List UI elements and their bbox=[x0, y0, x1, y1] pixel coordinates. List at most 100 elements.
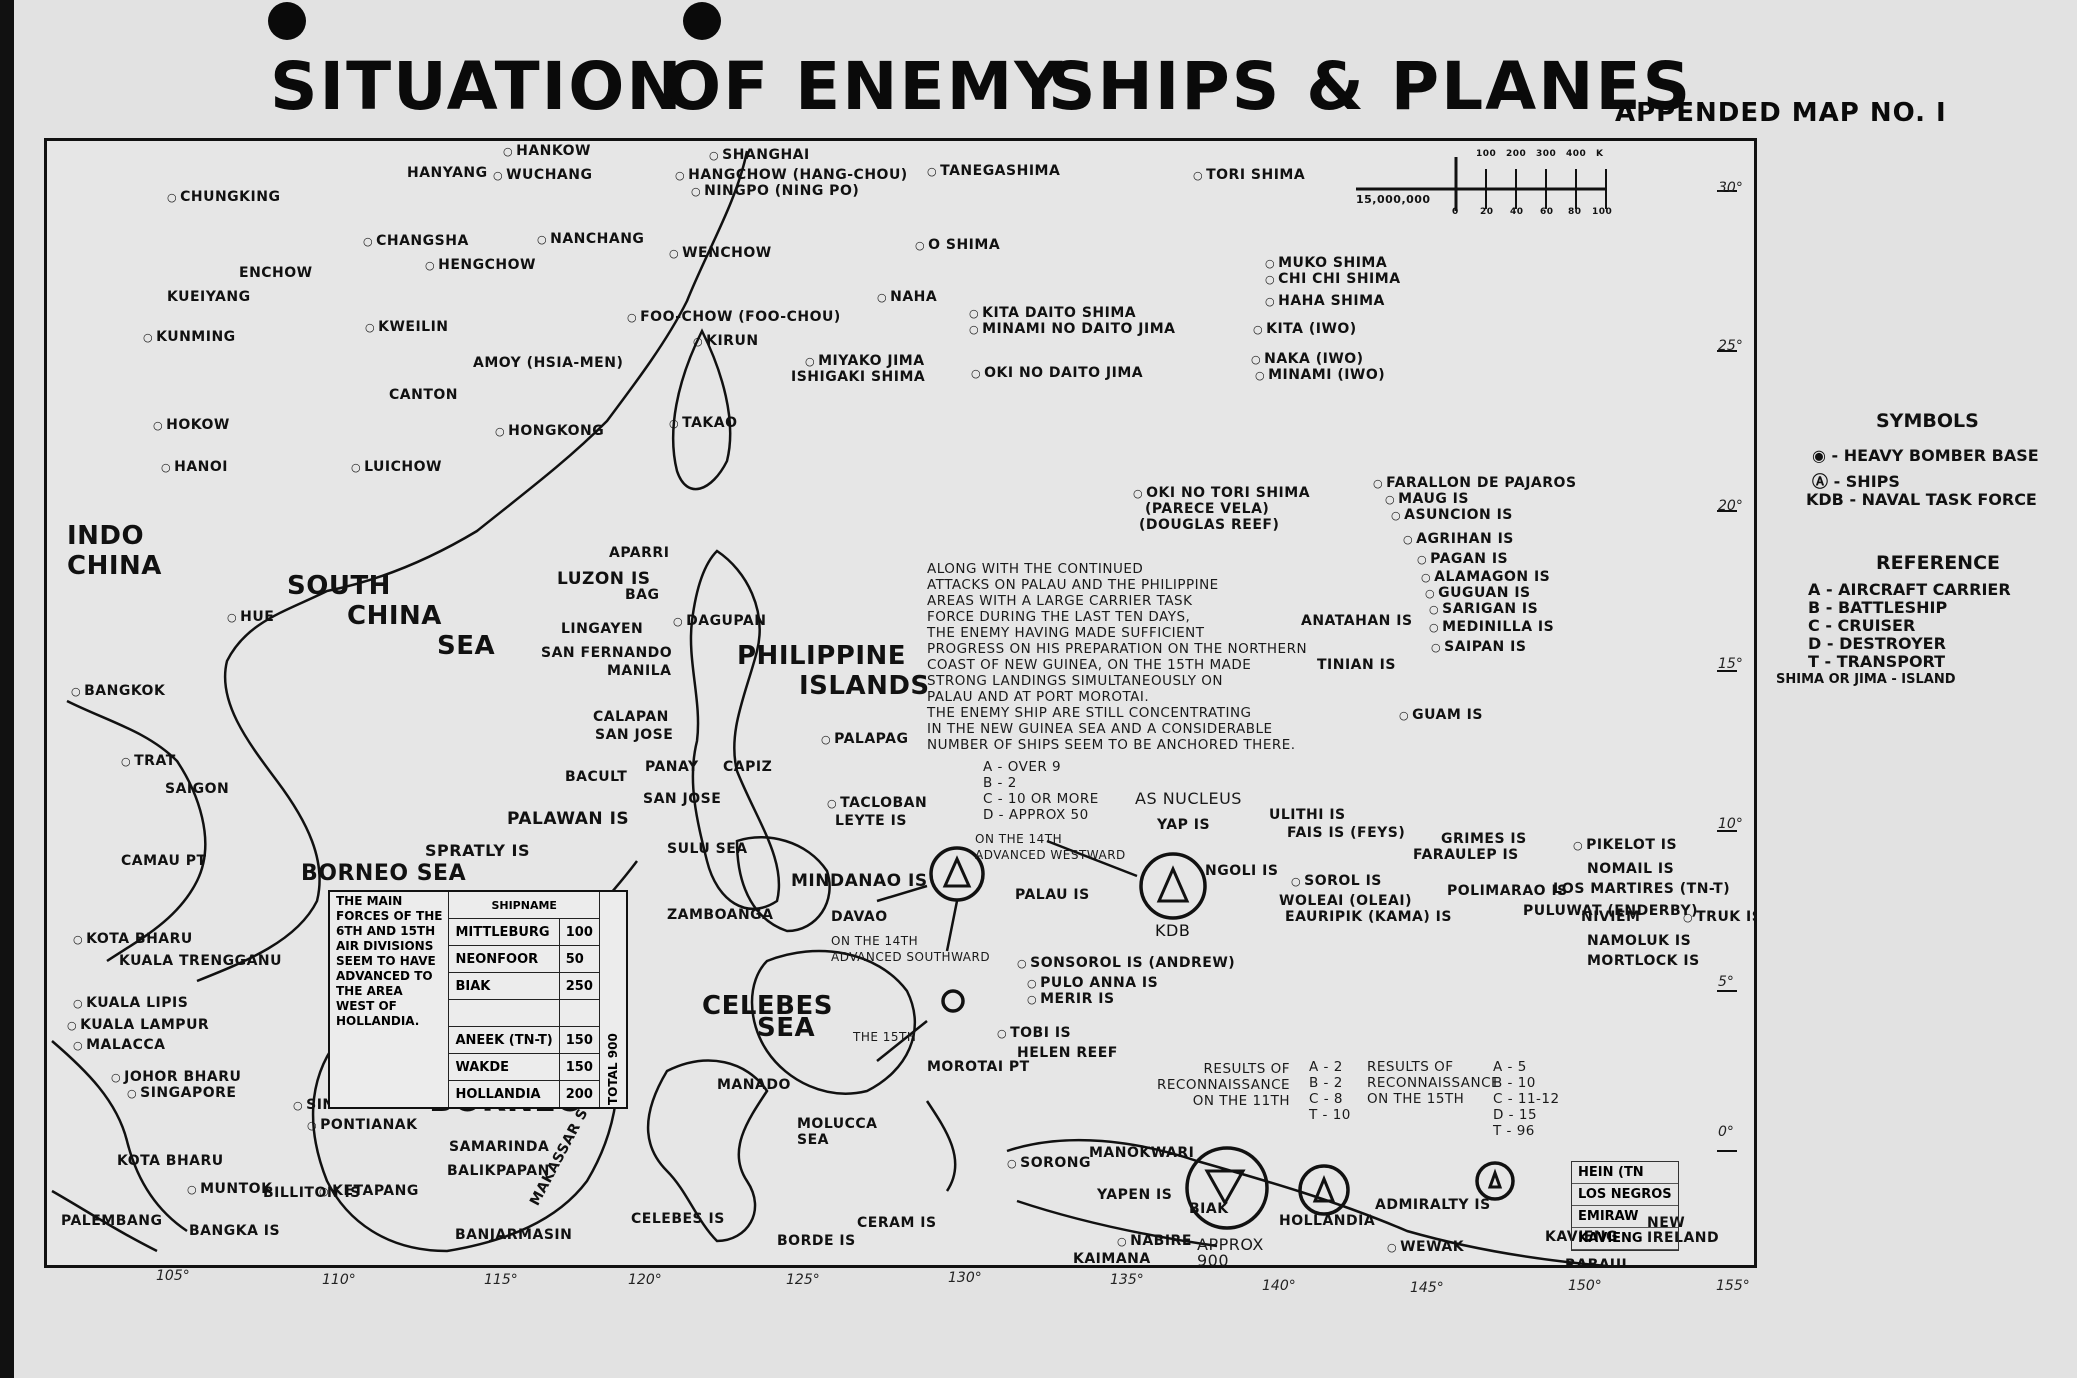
place-label: KWEILIN bbox=[365, 319, 449, 335]
reference-shima: SHIMA OR JIMA - ISLAND bbox=[1776, 672, 1956, 687]
place-label: MOROTAI PT bbox=[927, 1059, 1030, 1075]
place-label: MANILA bbox=[607, 663, 672, 679]
place-label: CHI CHI SHIMA bbox=[1265, 271, 1401, 287]
place-label: ISHIGAKI SHIMA bbox=[791, 369, 926, 385]
place-label: MINDANAO IS bbox=[791, 871, 928, 891]
place-label: MINAMI (IWO) bbox=[1255, 367, 1385, 383]
place-label: MIYAKO JIMA bbox=[805, 353, 925, 369]
place-label: OKI NO DAITO JIMA bbox=[971, 365, 1143, 381]
reference-a: A - AIRCRAFT CARRIER bbox=[1808, 580, 2011, 599]
lat-tick: 20° bbox=[1718, 498, 1743, 514]
place-label: KAVIENG bbox=[1545, 1229, 1619, 1245]
place-label: GRIMES IS bbox=[1441, 831, 1527, 847]
place-label: HUE bbox=[227, 609, 274, 625]
place-label: FARALLON DE PAJAROS bbox=[1373, 475, 1577, 491]
region-indochina: INDO CHINA bbox=[67, 521, 162, 581]
title-word-of-enemy: OF ENEMY bbox=[665, 48, 1065, 125]
place-label: CAPIZ bbox=[723, 759, 773, 775]
reference-title: REFERENCE bbox=[1876, 552, 2001, 574]
place-label: ASUNCION IS bbox=[1391, 507, 1513, 523]
place-label: MEDINILLA IS bbox=[1429, 619, 1554, 635]
scale-km-0: 100 bbox=[1476, 149, 1497, 159]
place-label: SAN JOSE bbox=[595, 727, 674, 743]
place-label: HANOI bbox=[161, 459, 228, 475]
place-label: CANTON bbox=[389, 387, 458, 403]
place-label: FOO-CHOW (FOO-CHOU) bbox=[627, 309, 841, 325]
place-label: PALAU IS bbox=[1015, 887, 1090, 903]
place-label: SAN FERNANDO bbox=[541, 645, 673, 661]
place-label: O SHIMA bbox=[915, 237, 1000, 253]
lat-tick: 30° bbox=[1718, 180, 1743, 196]
region-south: SOUTH bbox=[287, 571, 391, 601]
place-label: BANGKA IS bbox=[189, 1223, 281, 1239]
table-row-name: MITTLEBURG bbox=[448, 918, 560, 946]
symbols-title: SYMBOLS bbox=[1876, 410, 1979, 432]
place-label: WUCHANG bbox=[493, 167, 592, 183]
place-label: ULITHI IS bbox=[1269, 807, 1346, 823]
scale-bar: 15,000,000 100 200 300 400 K 0 20 40 60 … bbox=[1356, 149, 1616, 223]
place-label: NANCHANG bbox=[537, 231, 644, 247]
place-label: HANGCHOW (HANG-CHOU) bbox=[675, 167, 908, 183]
place-label: NGOLI IS bbox=[1205, 863, 1279, 879]
place-label: MINAMI NO DAITO JIMA bbox=[969, 321, 1175, 337]
symbol-kdb: KDB - NAVAL TASK FORCE bbox=[1806, 490, 2037, 509]
place-label: PALAPAG bbox=[821, 731, 908, 747]
region-philippine: PHILIPPINE bbox=[737, 641, 907, 671]
reference-d: D - DESTROYER bbox=[1808, 634, 1946, 653]
place-label: PONTIANAK bbox=[307, 1117, 417, 1133]
place-label: AMOY (HSIA-MEN) bbox=[473, 355, 624, 371]
scale-km-2: 300 bbox=[1536, 149, 1557, 159]
scale-bar-graphic bbox=[1356, 157, 1607, 211]
lon-tick: 155° bbox=[1716, 1278, 1750, 1294]
fifteenth-note: THE 15TH bbox=[853, 1030, 917, 1044]
place-label: MERIR IS bbox=[1027, 991, 1115, 1007]
place-label: KUALA LAMPUR bbox=[67, 1017, 209, 1033]
place-label: CALAPAN bbox=[593, 709, 669, 725]
place-label: KOTA BHARU bbox=[117, 1153, 224, 1169]
lon-tick: 140° bbox=[1262, 1278, 1296, 1294]
left-edge-strip bbox=[0, 0, 14, 1378]
pin-right bbox=[683, 2, 721, 40]
lat-tick: 5° bbox=[1718, 974, 1734, 990]
table-row-count: 150 bbox=[558, 1053, 600, 1081]
table-row-count: 50 bbox=[558, 945, 600, 973]
place-label: NABIRE bbox=[1117, 1233, 1192, 1249]
place-label: HANYANG bbox=[407, 165, 488, 181]
place-label: NOMAIL IS bbox=[1587, 861, 1675, 877]
region-celebes: CELEBES bbox=[702, 991, 833, 1021]
scale-km-3: 400 bbox=[1566, 149, 1587, 159]
lon-tick: 150° bbox=[1568, 1278, 1602, 1294]
place-label: LUICHOW bbox=[351, 459, 442, 475]
place-label: TANEGASHIMA bbox=[927, 163, 1060, 179]
place-label: KUALA LIPIS bbox=[73, 995, 188, 1011]
table-row-count: 250 bbox=[558, 972, 600, 1000]
place-label: WENCHOW bbox=[669, 245, 772, 261]
place-label: TINIAN IS bbox=[1317, 657, 1396, 673]
place-label: KIRUN bbox=[693, 333, 759, 349]
place-label: SAIPAN IS bbox=[1431, 639, 1526, 655]
recon-15-results: A - 5 B - 10 C - 11-12 D - 15 T - 96 bbox=[1493, 1059, 1560, 1139]
kdb-label: KDB bbox=[1155, 921, 1191, 940]
place-label: SPRATLY IS bbox=[425, 841, 530, 860]
place-label: LEYTE IS bbox=[835, 813, 907, 829]
ships-table: THE MAIN FORCES OF THE 6TH AND 15TH AIR … bbox=[328, 890, 628, 1109]
place-label: AGRIHAN IS bbox=[1403, 531, 1514, 547]
inset-line: LOS NEGROS bbox=[1572, 1184, 1678, 1206]
region-sea: SEA bbox=[437, 631, 496, 661]
place-label: BIAK bbox=[1189, 1201, 1229, 1217]
place-label: KOTA BHARU bbox=[73, 931, 193, 947]
place-label: ANATAHAN IS bbox=[1301, 613, 1413, 629]
place-label: TACLOBAN bbox=[827, 795, 927, 811]
place-label: KUEIYANG bbox=[167, 289, 251, 305]
inset-line: HEIN (TN bbox=[1572, 1162, 1678, 1184]
place-label: PALAWAN IS bbox=[507, 809, 630, 829]
table-row-name: WAKDE bbox=[448, 1053, 560, 1081]
reference-c: C - CRUISER bbox=[1808, 616, 1916, 635]
place-label: GUGUAN IS bbox=[1425, 585, 1531, 601]
place-label: HAHA SHIMA bbox=[1265, 293, 1385, 309]
place-label: PIKELOT IS bbox=[1573, 837, 1677, 853]
place-label: MUNTOK bbox=[187, 1181, 272, 1197]
place-label: WOLEAI (OLEAI) bbox=[1279, 893, 1412, 909]
place-label: MORTLOCK IS bbox=[1587, 953, 1700, 969]
scale-ratio: 15,000,000 bbox=[1356, 193, 1431, 206]
